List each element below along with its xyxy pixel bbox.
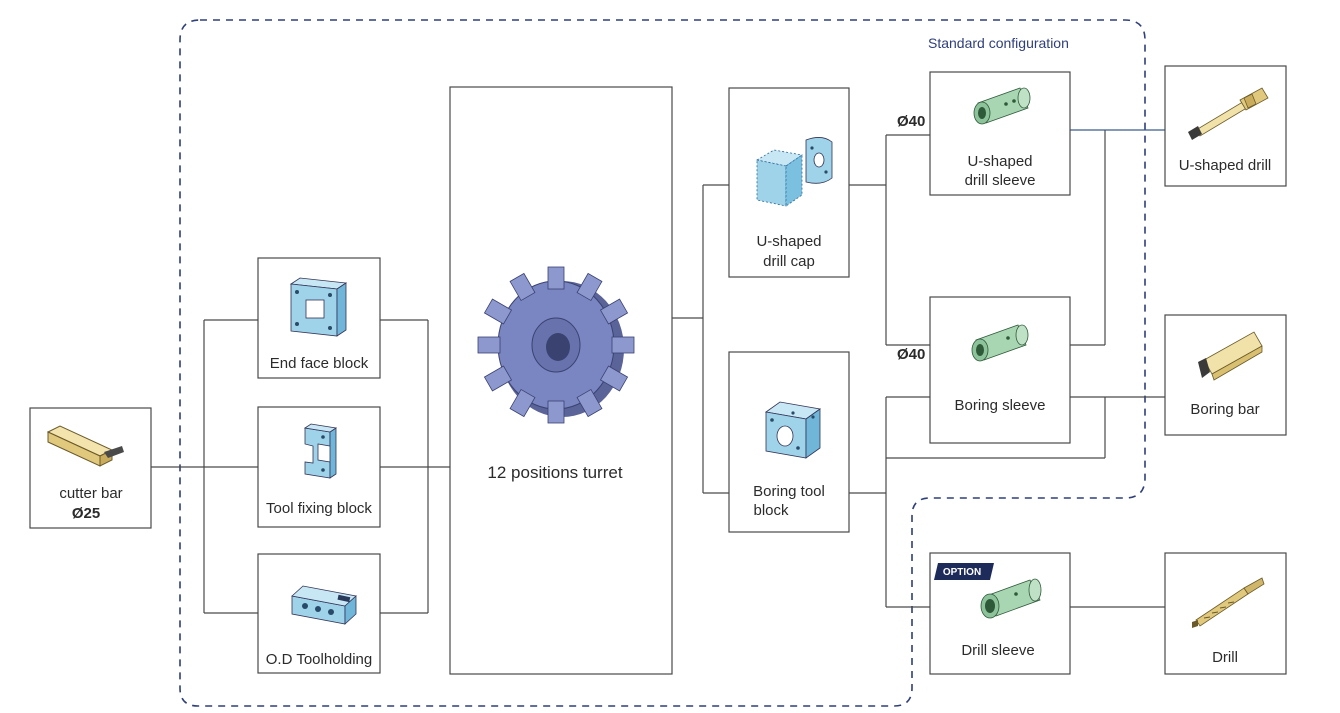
node-cutter-bar: cutter bar Ø25: [29, 407, 152, 529]
node-boring-bar: Boring bar: [1164, 314, 1287, 436]
node-boring-tool-block: Boring tool block: [728, 351, 850, 533]
boring-tool-block-label-1: Boring tool: [753, 483, 825, 500]
u-drill-cap-icon: [755, 137, 833, 207]
node-u-shaped-drill: U-shaped drill: [1164, 65, 1287, 187]
u-drill-sleeve-diameter: Ø40: [897, 113, 925, 130]
option-badge: OPTION: [934, 563, 994, 580]
node-tool-fixing-block: Tool fixing block: [257, 406, 381, 528]
node-u-drill-cap: U-shaped drill cap: [728, 87, 850, 278]
standard-configuration-label: Standard configuration: [928, 35, 1069, 51]
node-od-toolholding: O.D Toolholding: [257, 553, 381, 674]
boring-sleeve-icon: [971, 324, 1029, 362]
boring-sleeve-diameter: Ø40: [897, 346, 925, 363]
drill-sleeve-label: Drill sleeve: [961, 642, 1034, 659]
node-turret: 12 positions turret: [449, 86, 673, 675]
turret-label: 12 positions turret: [487, 463, 622, 482]
tool-fixing-block-label: Tool fixing block: [266, 500, 372, 517]
cutter-bar-label: cutter bar: [59, 485, 122, 502]
tool-fixing-block-icon: [303, 423, 338, 479]
u-drill-sleeve-label-1: U-shaped: [967, 153, 1032, 170]
u-shaped-drill-label: U-shaped drill: [1179, 157, 1272, 174]
od-toolholding-icon: [291, 585, 357, 625]
end-face-block-icon: [289, 277, 348, 337]
end-face-block-label: End face block: [270, 355, 369, 372]
boring-tool-block-icon: [764, 401, 822, 459]
node-drill: Drill: [1164, 552, 1287, 675]
drill-icon: [1192, 577, 1265, 628]
cutter-bar-icon: [46, 425, 124, 467]
u-shaped-drill-icon: [1188, 87, 1269, 140]
u-drill-sleeve-label-2: drill sleeve: [965, 172, 1036, 189]
u-drill-cap-label-1: U-shaped: [756, 233, 821, 250]
drill-label: Drill: [1212, 649, 1238, 666]
boring-tool-block-label-2: block: [753, 502, 789, 519]
drill-sleeve-icon: [980, 578, 1042, 619]
option-badge-label: OPTION: [943, 567, 981, 578]
cutter-bar-diameter: Ø25: [72, 505, 100, 522]
turret-icon: [477, 266, 635, 424]
node-boring-sleeve: Ø40 Boring sleeve: [897, 296, 1071, 444]
boring-bar-icon: [1198, 331, 1263, 381]
od-toolholding-label: O.D Toolholding: [266, 651, 372, 668]
standard-configuration-border: [179, 19, 1146, 707]
node-u-drill-sleeve: Ø40 U-shaped drill sleeve: [897, 71, 1071, 196]
u-drill-cap-label-2: drill cap: [763, 253, 815, 270]
boring-sleeve-label: Boring sleeve: [955, 397, 1046, 414]
node-end-face-block: End face block: [257, 257, 381, 379]
node-drill-sleeve: OPTION Drill sleeve: [929, 552, 1071, 675]
boring-bar-label: Boring bar: [1190, 401, 1259, 418]
u-drill-sleeve-icon: [973, 87, 1031, 125]
connectors: [151, 129, 1165, 614]
